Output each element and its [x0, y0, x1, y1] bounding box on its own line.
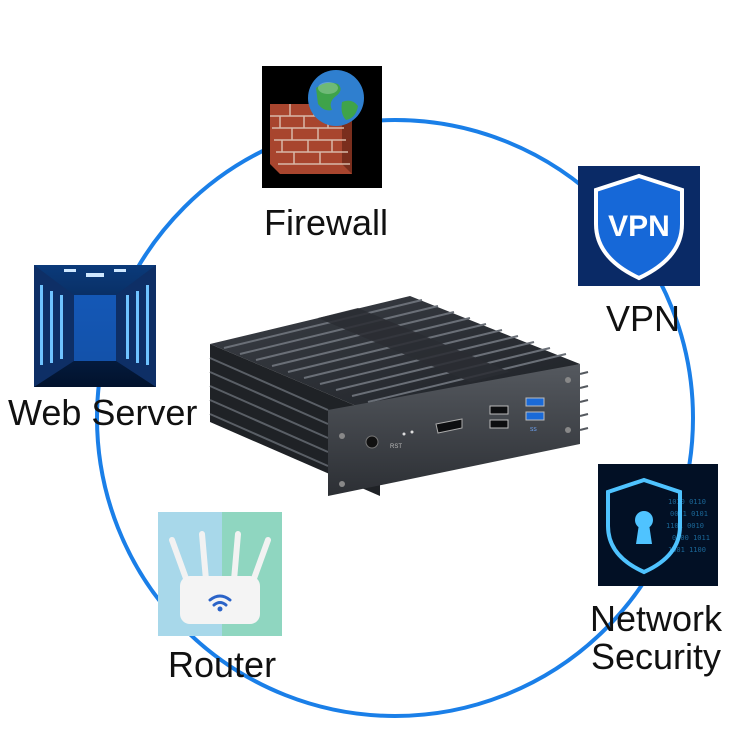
network-security-thumbnail: 1010 0110 0011 0101 1101 0010 0100 1011 …	[598, 464, 718, 586]
vpn-shield-icon: VPN	[578, 166, 700, 286]
reset-port-label: RST	[390, 444, 402, 450]
svg-text:0011 0101: 0011 0101	[670, 510, 708, 518]
vpn-label: VPN	[606, 298, 681, 339]
router-thumbnail	[158, 512, 282, 636]
router-label: Router	[168, 644, 277, 685]
firewall-thumbnail	[262, 66, 382, 188]
svg-text:1010 0110: 1010 0110	[668, 498, 706, 506]
web-server-thumbnail	[34, 265, 156, 387]
brick-wall-globe-icon	[262, 66, 382, 188]
web-server-label: Web Server	[8, 392, 198, 433]
firewall-label: Firewall	[264, 202, 389, 243]
wifi-router-icon	[158, 512, 282, 636]
svg-text:0100 1011: 0100 1011	[672, 534, 710, 542]
svg-text:VPN: VPN	[608, 210, 670, 243]
keyhole-shield-icon: 1010 0110 0011 0101 1101 0010 0100 1011 …	[598, 464, 718, 586]
server-room-icon	[34, 265, 156, 387]
network-security-label: Network Security	[590, 598, 723, 677]
vpn-thumbnail: VPN	[578, 166, 700, 286]
svg-text:1101 0010: 1101 0010	[666, 522, 704, 530]
mini-pc-device-image: RST SS	[209, 296, 589, 496]
ring-circle	[95, 118, 695, 718]
svg-text:1001 1100: 1001 1100	[668, 546, 706, 554]
usb3-port-label: SS	[530, 427, 537, 433]
